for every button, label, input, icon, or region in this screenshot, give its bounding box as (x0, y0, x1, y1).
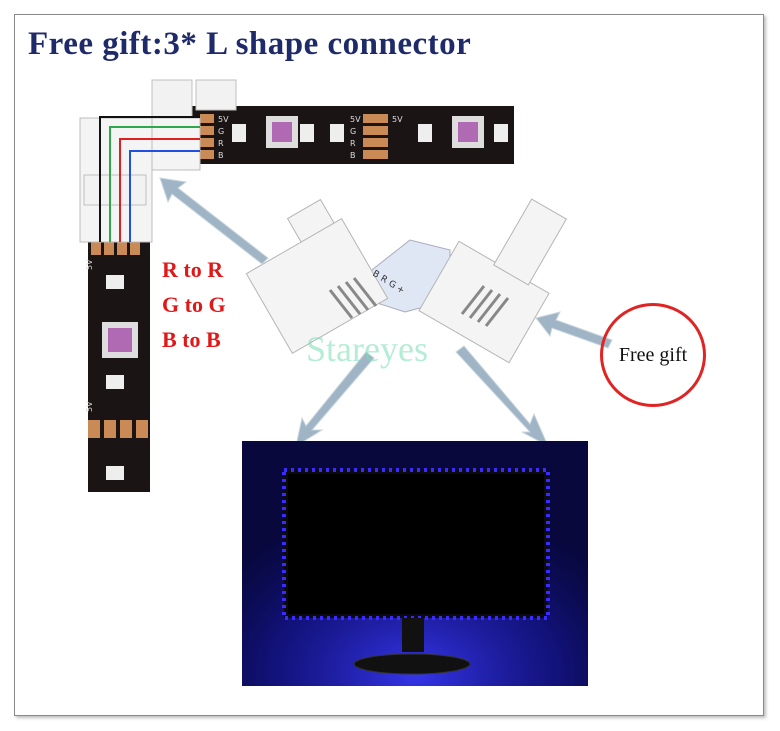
connector-pcb-label: R (379, 274, 389, 286)
svg-text:5V: 5V (392, 115, 403, 124)
wiring-r-label: R to R (162, 257, 224, 282)
svg-text:G: G (350, 127, 356, 136)
arrow-to-strip-connector (159, 177, 269, 265)
free-gift-badge: Free gift (600, 303, 706, 407)
tv-backlight-photo (242, 441, 588, 686)
watermark: Stareyes (306, 329, 428, 369)
svg-text:B: B (218, 151, 224, 160)
horizontal-led-strip: 5V G R B 5V G R B 5V (192, 106, 514, 164)
svg-text:R: R (350, 139, 356, 148)
connector-pcb-labels: B R G + (371, 269, 407, 296)
arrows (159, 177, 613, 448)
connector-pcb-label: B (371, 269, 381, 281)
wiring-g-label: G to G (162, 292, 226, 317)
svg-text:5V: 5V (218, 115, 229, 124)
arrow-to-tv-left (295, 351, 375, 448)
arrow-to-tv-right (455, 345, 550, 448)
svg-text:5V: 5V (85, 401, 94, 412)
svg-text:5V: 5V (350, 115, 361, 124)
gift-l-connector (245, 198, 568, 364)
free-gift-label: Free gift (618, 343, 688, 366)
wiring-b-label: B to B (162, 327, 221, 352)
connector-pcb-label: G (387, 279, 398, 291)
svg-text:G: G (218, 127, 224, 136)
connector-pcb-label: + (395, 284, 407, 296)
svg-text:B: B (350, 151, 356, 160)
svg-text:5V: 5V (85, 259, 94, 270)
page-title: Free gift:3* L shape connector (28, 26, 472, 62)
vertical-led-strip: 5V 5V (85, 240, 150, 492)
strip-l-connector (79, 79, 237, 243)
svg-text:R: R (218, 139, 224, 148)
wiring-labels: R to R G to G B to B (162, 252, 226, 357)
